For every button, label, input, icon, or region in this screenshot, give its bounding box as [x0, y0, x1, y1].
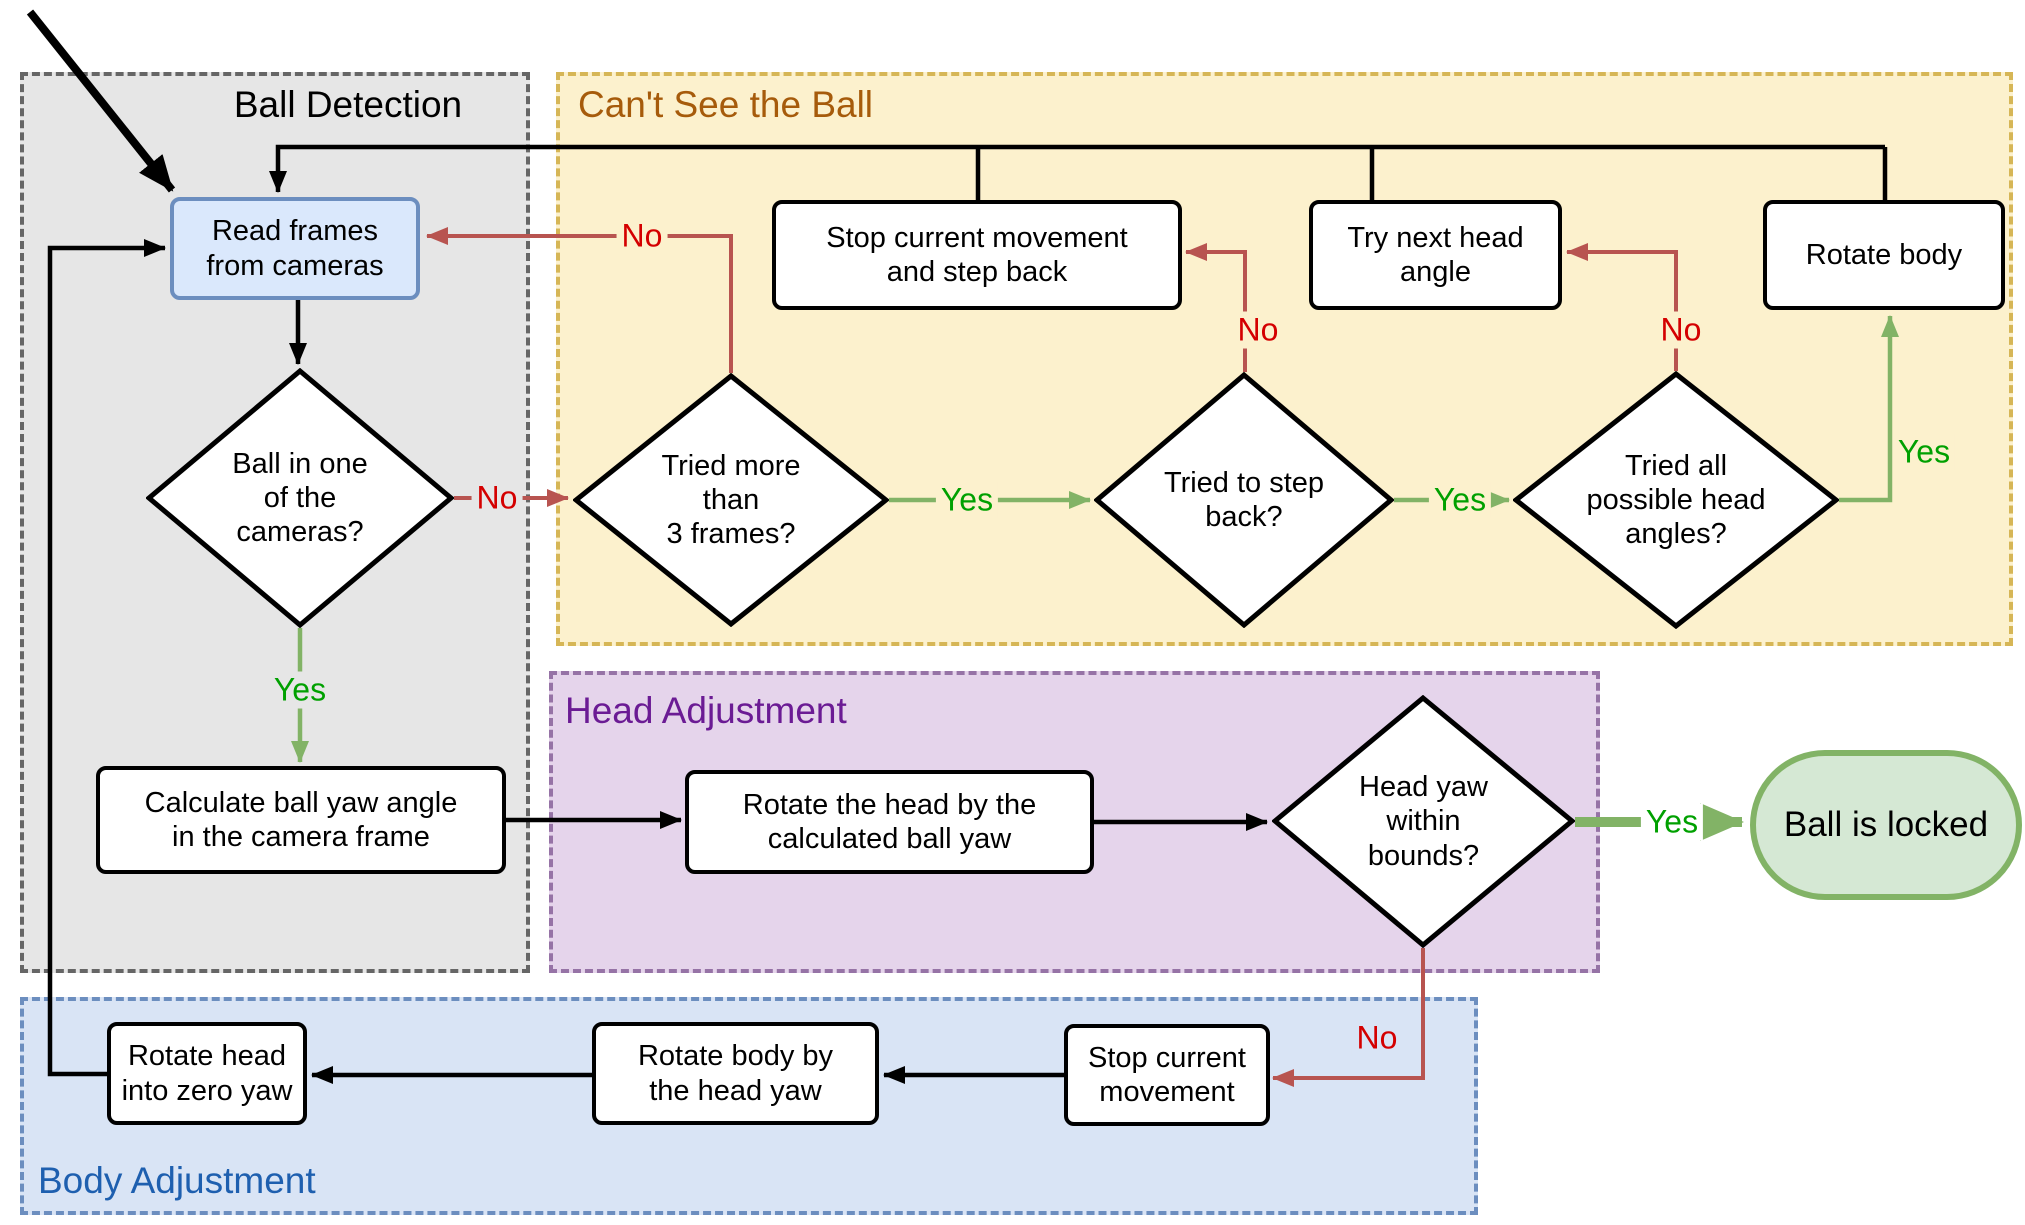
node-rotate-head-by-yaw: Rotate the head by the calculated ball y… [685, 770, 1094, 874]
diamond-shape [1093, 371, 1395, 629]
edge-label-no-ballin: No [471, 479, 523, 517]
node-rotate-body-label: Rotate body [1805, 238, 1963, 271]
diamond-shape [1511, 370, 1841, 630]
edge-label-yes-triedstep: Yes [1428, 481, 1492, 519]
edge-tops-to-rail [975, 147, 1888, 202]
node-stop-movement-step-back: Stop current movement and step back [772, 200, 1182, 310]
edge-label-yes-triedall: Yes [1892, 433, 1956, 471]
section-title-body-adjustment: Body Adjustment [38, 1160, 316, 1201]
edge-label-no-headyaw: No [1351, 1019, 1403, 1057]
node-tried-step-back: Tried to step back? [1093, 371, 1395, 629]
edge-label-yes-tried3: Yes [935, 481, 999, 519]
diamond-shape [145, 367, 455, 629]
edge-no-tried3-readframes [426, 227, 733, 373]
node-rotate-body: Rotate body [1763, 200, 2005, 310]
node-ball-in-cameras-label: Ball in one of the cameras? [232, 447, 368, 549]
node-tried-3-frames: Tried more than 3 frames? [571, 372, 891, 628]
diamond-shape [1271, 694, 1576, 949]
node-stop-current-movement-label: Stop current movement [1088, 1041, 1246, 1108]
node-ball-is-locked-label: Ball is locked [1783, 805, 1989, 844]
node-rotate-head-zero-yaw-label: Rotate head into zero yaw [121, 1040, 293, 1107]
node-calc-ball-yaw: Calculate ball yaw angle in the camera f… [96, 766, 506, 874]
node-tried-3-frames-label: Tried more than 3 frames? [661, 449, 801, 551]
node-read-frames: Read frames from cameras [170, 197, 420, 300]
node-stop-current-movement: Stop current movement [1064, 1024, 1270, 1126]
edge-label-no-triedall: No [1655, 311, 1707, 349]
edge-label-yes-ballin: Yes [268, 671, 332, 709]
node-head-yaw-within-bounds: Head yaw within bounds? [1271, 694, 1576, 949]
edge-label-no-triedstep: No [1232, 311, 1284, 349]
node-rotate-head-zero-yaw: Rotate head into zero yaw [107, 1022, 307, 1125]
node-rotate-body-by-head-yaw-label: Rotate body by the head yaw [637, 1040, 834, 1107]
node-try-next-head-angle-label: Try next head angle [1347, 221, 1524, 288]
node-ball-is-locked: Ball is locked [1750, 750, 2022, 900]
edge-no-headyaw-stopcurrent [1272, 948, 1425, 1087]
node-rotate-body-by-head-yaw: Rotate body by the head yaw [592, 1022, 879, 1125]
edge-label-yes-headyaw: Yes [1640, 803, 1704, 841]
section-title-head-adjustment: Head Adjustment [565, 690, 847, 731]
edge-rail-to-read-frames [269, 144, 1885, 193]
edge-rotateheadzero-readframes [47, 239, 166, 1077]
node-tried-step-back-label: Tried to step back? [1163, 466, 1325, 533]
node-stop-movement-step-back-label: Stop current movement and step back [826, 221, 1128, 288]
node-read-frames-label: Read frames from cameras [206, 215, 384, 282]
node-ball-in-cameras: Ball in one of the cameras? [145, 367, 455, 629]
node-head-yaw-within-bounds-label: Head yaw within bounds? [1359, 771, 1488, 872]
edge-yes-triedall-rotatebody [1839, 315, 1899, 503]
section-title-cant-see-ball: Can't See the Ball [578, 84, 874, 125]
edge-label-no-tried3: No [616, 217, 668, 255]
node-try-next-head-angle: Try next head angle [1309, 200, 1562, 310]
diamond-shape [571, 372, 891, 628]
node-tried-all-head-angles-label: Tried all possible head angles? [1586, 449, 1766, 551]
section-title-ball-detection: Ball Detection [233, 84, 463, 125]
node-tried-all-head-angles: Tried all possible head angles? [1511, 370, 1841, 630]
node-calc-ball-yaw-label: Calculate ball yaw angle in the camera f… [144, 786, 458, 853]
node-rotate-head-by-yaw-label: Rotate the head by the calculated ball y… [742, 788, 1037, 855]
entry-arrow [26, 9, 176, 193]
